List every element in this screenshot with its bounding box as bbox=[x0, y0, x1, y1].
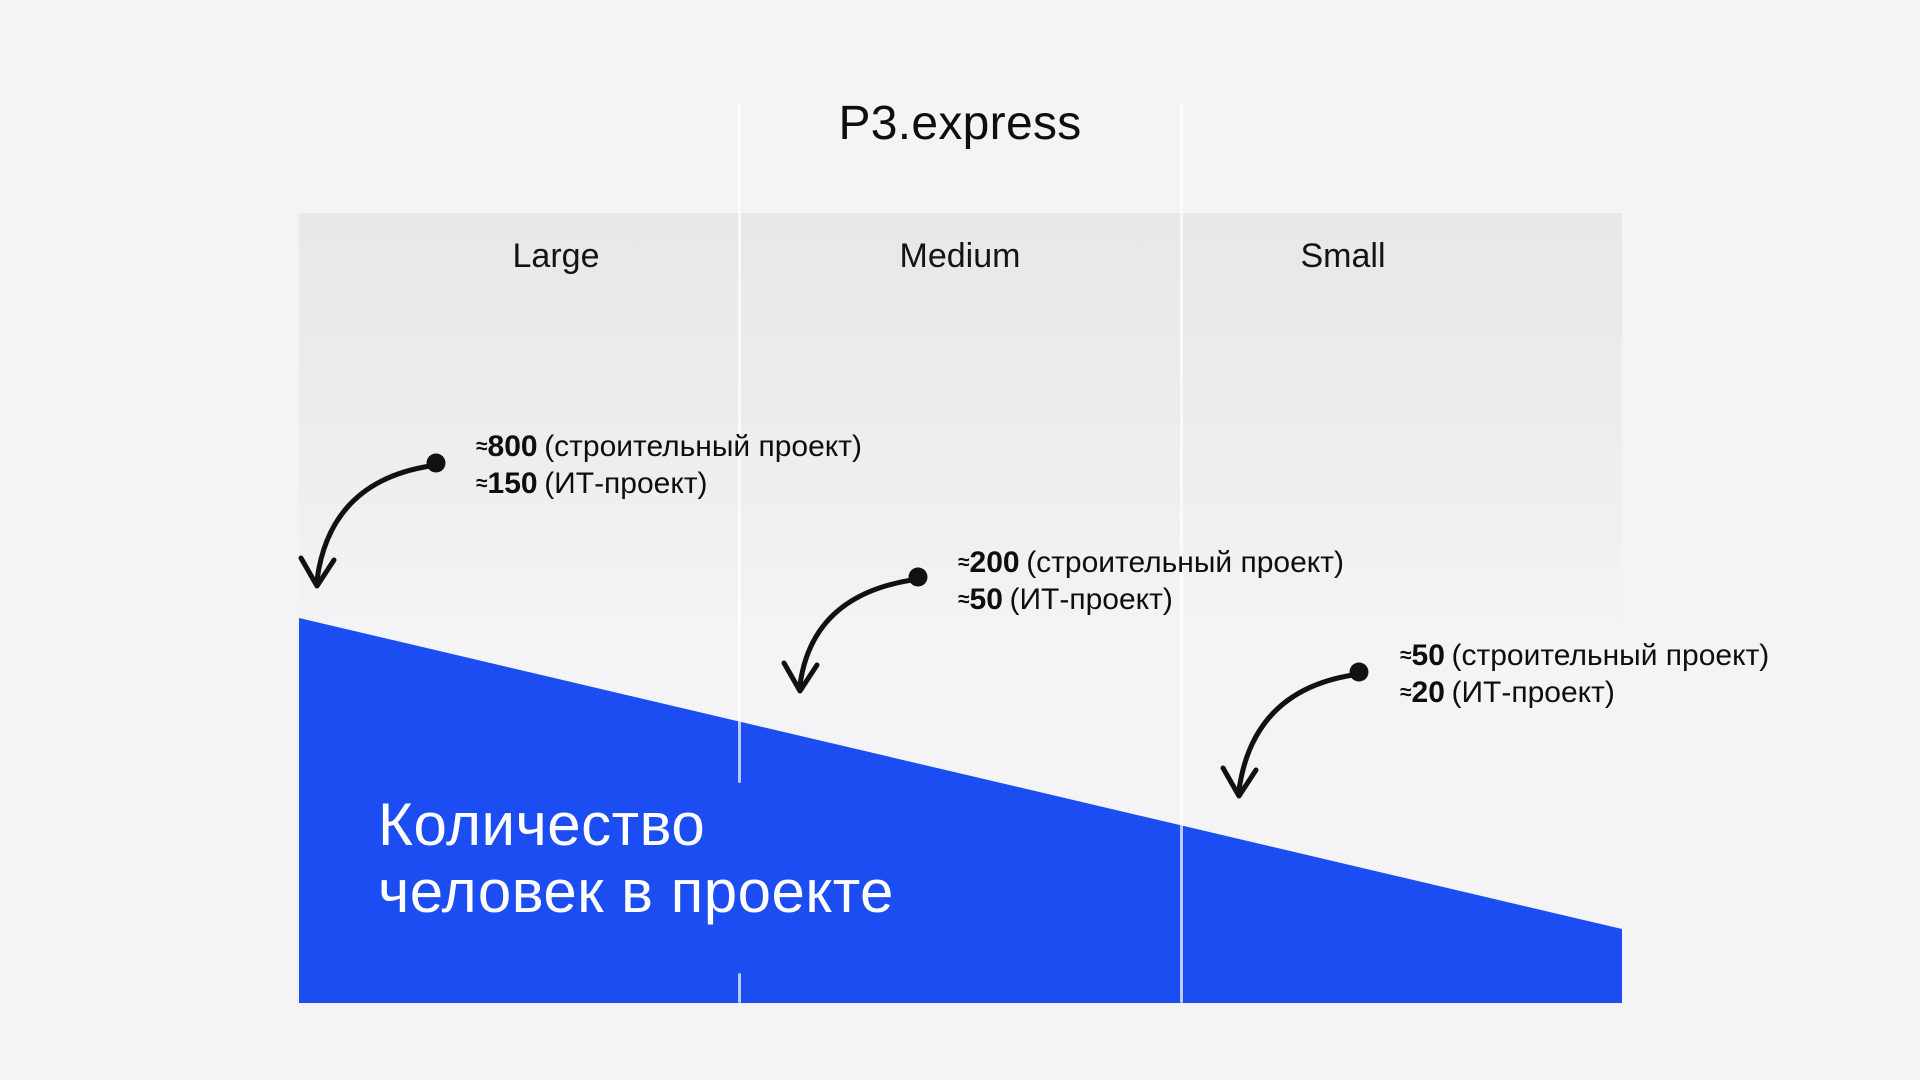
curved-arrow-medium bbox=[797, 577, 915, 688]
annotation-value: 800 bbox=[487, 430, 538, 463]
annotation-medium-line-2: ≈50(ИТ-проект) bbox=[958, 581, 1344, 618]
annotation-dot-small bbox=[1349, 662, 1369, 682]
column-header-medium: Medium bbox=[899, 237, 1021, 275]
annotation-note: (строительный проект) bbox=[1026, 546, 1344, 579]
page-title: P3.express bbox=[838, 97, 1082, 150]
curved-arrow-small bbox=[1236, 672, 1356, 793]
column-header-large: Large bbox=[512, 237, 600, 275]
annotation-value: 50 bbox=[1411, 639, 1445, 672]
annotation-value: 20 bbox=[1411, 676, 1445, 709]
arrowhead-icon-large bbox=[298, 555, 337, 589]
annotation-value: 150 bbox=[487, 467, 538, 500]
size-table-panel bbox=[299, 213, 1622, 643]
annotation-large-line-1: ≈800(строительный проект) bbox=[476, 428, 862, 465]
approx-symbol: ≈ bbox=[476, 435, 488, 458]
approx-symbol: ≈ bbox=[476, 472, 488, 495]
wedge-caption-line-2: человек в проекте bbox=[378, 858, 894, 925]
annotation-note: (ИТ-проект) bbox=[544, 467, 708, 500]
annotation-dot-large bbox=[426, 453, 446, 473]
annotation-note: (ИТ-проект) bbox=[1009, 583, 1173, 616]
arrowhead-icon-small bbox=[1220, 765, 1259, 799]
approx-symbol: ≈ bbox=[958, 551, 970, 574]
wedge-shape bbox=[299, 618, 1622, 1003]
annotation-note: (строительный проект) bbox=[1451, 639, 1770, 672]
curved-arrow-large bbox=[314, 463, 433, 583]
annotation-note: (ИТ-проект) bbox=[1451, 676, 1615, 709]
annotation-value: 200 bbox=[969, 546, 1020, 579]
annotation-large-line-2: ≈150(ИТ-проект) bbox=[476, 465, 862, 502]
annotation-large: ≈800(строительный проект) ≈150(ИТ-проект… bbox=[476, 428, 862, 502]
approx-symbol: ≈ bbox=[958, 588, 970, 611]
approx-symbol: ≈ bbox=[1400, 681, 1412, 704]
annotation-medium-line-1: ≈200(строительный проект) bbox=[958, 544, 1344, 581]
arrowhead-icon-medium bbox=[781, 660, 820, 694]
annotation-value: 50 bbox=[969, 583, 1003, 616]
annotation-note: (строительный проект) bbox=[544, 430, 862, 463]
annotation-small-line-1: ≈50(строительный проект) bbox=[1400, 637, 1769, 674]
column-divider-large-medium bbox=[738, 103, 741, 783]
column-header-small: Small bbox=[1300, 237, 1386, 275]
annotation-small-line-2: ≈20(ИТ-проект) bbox=[1400, 674, 1769, 711]
annotation-small: ≈50(строительный проект) ≈20(ИТ-проект) bbox=[1400, 637, 1769, 711]
column-divider-large-medium-lower bbox=[738, 973, 741, 1003]
annotation-dot-medium bbox=[908, 567, 928, 587]
column-divider-medium-small bbox=[1180, 103, 1183, 1003]
annotation-medium: ≈200(строительный проект) ≈50(ИТ-проект) bbox=[958, 544, 1344, 618]
approx-symbol: ≈ bbox=[1400, 644, 1412, 667]
wedge-caption-line-1: Количество bbox=[378, 791, 706, 858]
wedge-caption: Количество человек в проекте bbox=[378, 791, 894, 925]
